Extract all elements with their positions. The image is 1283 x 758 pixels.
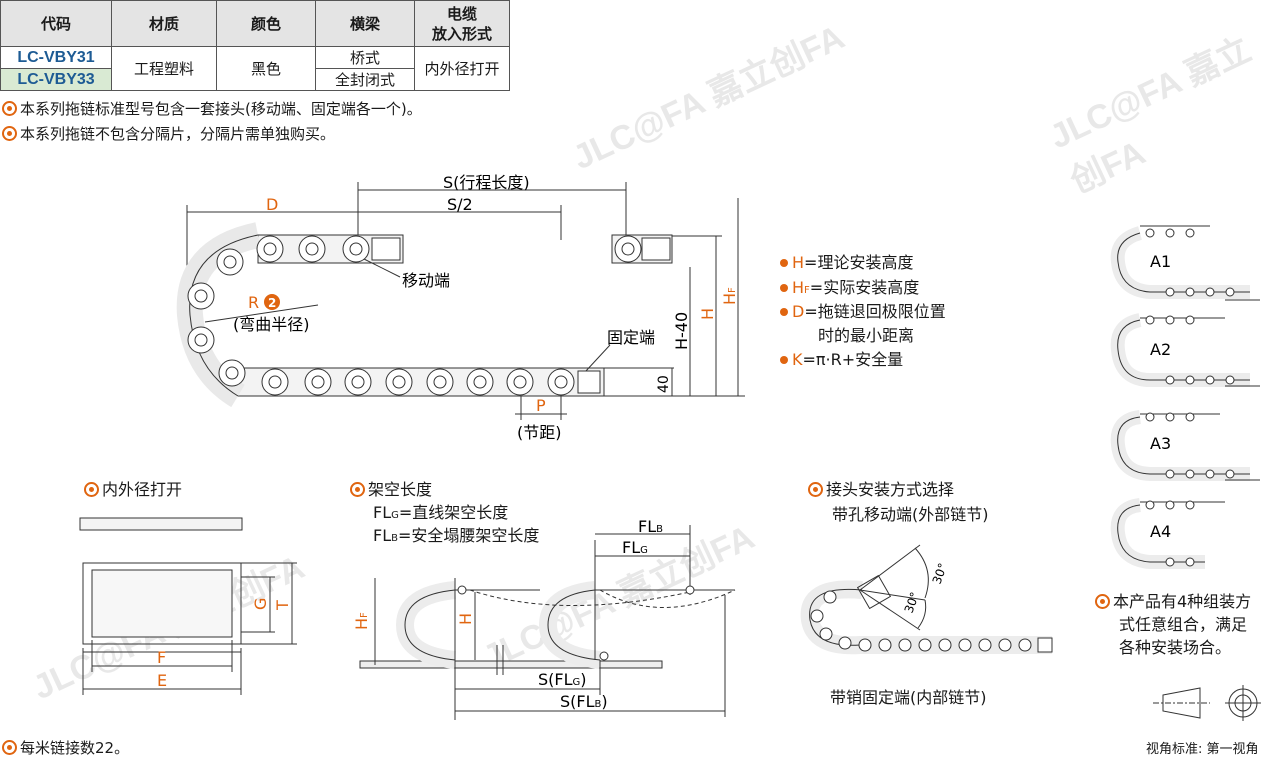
arrangement-a4: A4 <box>1150 522 1171 541</box>
model-cell: LC-VBY33 <box>0 68 112 91</box>
arrangement-a2: A2 <box>1150 340 1171 359</box>
bullet-icon <box>2 126 17 141</box>
note-1-text: 本系列拖链标准型号包含一套接头(移动端、固定端各一个)。 <box>20 100 422 118</box>
span-line1: FLG=直线架空长度 <box>373 503 509 522</box>
forty-label: 40 <box>656 375 672 393</box>
bend-radius-label: (弯曲半径) <box>233 315 310 334</box>
note-2: 本系列拖链不包含分隔片，分隔片需单独购买。 <box>2 123 335 144</box>
legend-hf: HF=实际安装高度 <box>780 274 919 298</box>
legend-k: K=π·R+安全量 <box>780 346 903 370</box>
span-title: 架空长度 <box>350 476 432 500</box>
moving-end-label: 移动端 <box>402 271 450 290</box>
legend-d: D=拖链退回极限位置 <box>780 298 946 322</box>
header-cable-line1: 电缆 <box>446 4 477 23</box>
sflg-dim-label: S(FLG) <box>538 670 587 689</box>
bullet-icon <box>2 101 17 116</box>
header-beam: 横梁 <box>315 0 415 47</box>
t-dim-label: T <box>273 600 292 611</box>
f-dim-label: F <box>157 648 166 667</box>
pitch-label: (节距) <box>517 423 562 442</box>
span-hf-label: HF <box>352 612 371 630</box>
span-line2: FLB=安全塌腰架空长度 <box>373 526 540 545</box>
r-label: R <box>248 293 259 312</box>
angle-label-1: 30° <box>930 561 950 586</box>
arrangement-note: 本产品有4种组装方 式任意组合，满足 各种安装场合。 <box>1095 590 1251 659</box>
header-cable-line2: 放入形式 <box>431 24 492 43</box>
legend-h: H=理论安装高度 <box>780 249 913 273</box>
bullet-icon <box>1095 594 1110 609</box>
note-2-text: 本系列拖链不包含分隔片，分隔片需单独购买。 <box>20 125 336 143</box>
note-1: 本系列拖链标准型号包含一套接头(移动端、固定端各一个)。 <box>2 98 422 119</box>
open-title: 内外径打开 <box>84 476 182 500</box>
angle-label-2: 30° <box>902 590 922 615</box>
mount-sub1: 带孔移动端(外部链节) <box>832 505 989 524</box>
bullet-icon <box>84 482 99 497</box>
s-total-label: S(行程长度) <box>443 173 530 192</box>
sflb-dim-label: S(FLB) <box>560 692 608 711</box>
hf-label: HF <box>720 287 739 305</box>
e-dim-label: E <box>157 671 167 690</box>
header-cable: 电缆 放入形式 <box>414 0 510 47</box>
projection-symbol-icon <box>1153 685 1261 721</box>
bullet-icon <box>350 482 365 497</box>
span-h-label: H <box>456 613 475 625</box>
mount-sub2: 带销固定端(内部链节) <box>830 688 987 707</box>
flg-dim-label: FLG <box>622 538 648 557</box>
d-label: D <box>266 195 278 214</box>
mount-title: 接头安装方式选择 <box>808 476 954 500</box>
h-label: H <box>698 308 717 320</box>
beam-cell: 全封闭式 <box>315 68 415 91</box>
g-dim-label: G <box>251 598 270 610</box>
spec-table: 代码 材质 颜色 横梁 电缆 放入形式 LC-VBY31 工程塑料 黑色 桥式 … <box>0 0 510 91</box>
legend-d-cont: 时的最小距离 <box>818 326 915 345</box>
fixed-end-label: 固定端 <box>607 328 655 347</box>
flb-dim-label: FLB <box>638 517 663 536</box>
material-cell: 工程塑料 <box>111 46 217 91</box>
view-standard: 视角标准: 第一视角 <box>1146 742 1259 757</box>
color-cell: 黑色 <box>216 46 316 91</box>
p-label: P <box>536 396 546 415</box>
bullet-icon <box>808 482 823 497</box>
per-meter-note: 每米链接数22。 <box>2 737 129 758</box>
h40-label: H-40 <box>672 312 691 350</box>
header-code: 代码 <box>0 0 112 47</box>
arrangement-a1: A1 <box>1150 252 1171 271</box>
r-number: 2 <box>268 296 276 310</box>
bullet-icon <box>2 740 17 755</box>
cable-mode-cell: 内外径打开 <box>414 46 510 91</box>
arrangement-a3: A3 <box>1150 434 1171 453</box>
s-half-label: S/2 <box>447 195 473 214</box>
